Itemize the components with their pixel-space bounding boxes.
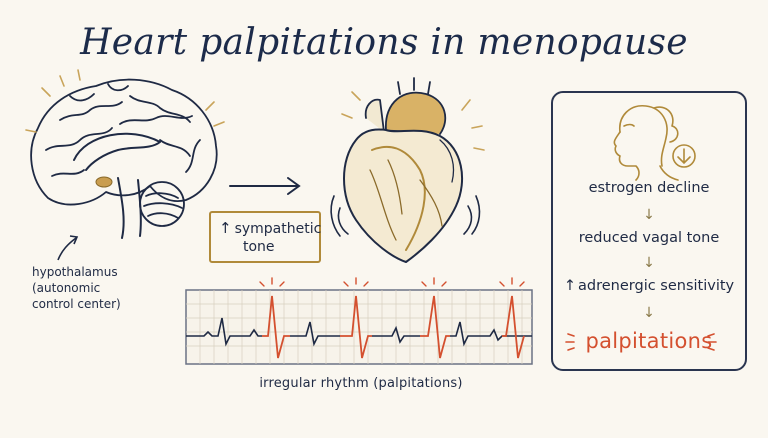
ecg-caption: irregular rhythm (palpitations) — [259, 376, 463, 391]
brain-illustration — [30, 78, 218, 239]
hypothalamus-highlight — [95, 176, 113, 188]
up-arrow-icon: ↑ — [563, 278, 577, 294]
ecg-beat-1 — [262, 295, 290, 359]
sympathetic-tone-box: ↑sympathetic tone — [209, 211, 321, 263]
hypothalamus-label: hypothalamus (autonomic control center) — [32, 264, 121, 312]
decline-indicator-icon — [672, 144, 696, 168]
down-arrow-icon: ↓ — [643, 207, 655, 223]
menopause-cascade-panel — [551, 91, 747, 371]
adrenergic-label: adrenergic sensitivity — [578, 278, 735, 294]
heart-glow-marks — [341, 91, 485, 151]
cascade-step-vagal: reduced vagal tone — [578, 230, 720, 246]
brain-glow-marks — [25, 69, 225, 133]
sympathetic-label: sympathetic — [234, 221, 322, 237]
ecg-beat-3 — [420, 295, 450, 359]
hypothalamus-pointer — [57, 237, 77, 261]
brain-to-heart-arrow — [229, 177, 301, 195]
heart-motion-marks — [330, 195, 481, 237]
ecg-beat-4 — [502, 295, 525, 359]
cascade-step-estrogen: estrogen decline — [588, 180, 710, 196]
up-arrow-icon: ↑ — [219, 219, 232, 237]
hypothalamus-label-line: hypothalamus — [32, 265, 118, 279]
ecg-beat-2 — [340, 295, 372, 359]
tone-label: tone — [243, 239, 275, 255]
down-arrow-icon: ↓ — [643, 255, 655, 271]
heart-illustration — [343, 77, 463, 263]
down-arrow-icon: ↓ — [643, 305, 655, 321]
page-title: Heart palpitations in menopause — [80, 22, 688, 63]
hypothalamus-label-line: (autonomic — [32, 281, 101, 295]
cascade-step-adrenergic: ↑adrenergic sensitivity — [551, 278, 747, 294]
hypothalamus-label-line: control center) — [32, 297, 121, 311]
palpitations-spark-marks — [565, 333, 717, 351]
cascade-result-palpitations: palpitations — [585, 329, 713, 353]
woman-profile-icon — [613, 105, 679, 181]
ecg-strip — [185, 277, 533, 365]
